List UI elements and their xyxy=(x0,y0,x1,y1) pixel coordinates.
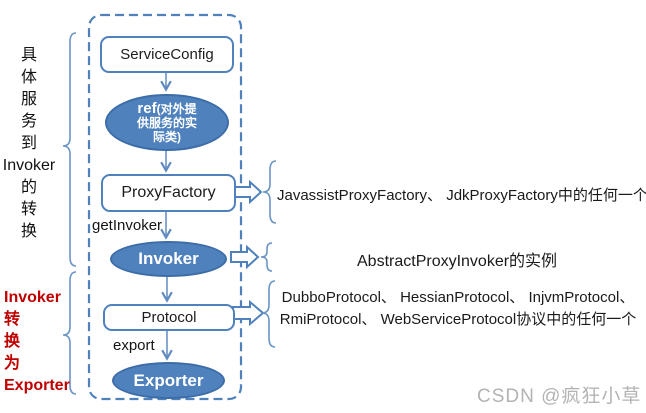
right-brace-invoker xyxy=(260,242,273,272)
node-ref: ref(对外提 供服务的实 际类) xyxy=(105,94,229,151)
edge-label-export: export xyxy=(113,337,155,354)
node-exporter-label: Exporter xyxy=(133,370,204,390)
right-annotation-protocol-impls-line2: RmiProtocol、 WebServiceProtocol协议中的任何一个 xyxy=(279,311,637,328)
edge-label-getinvoker: getInvoker xyxy=(92,217,163,234)
left-annotation-stage1-seg: 具 xyxy=(20,47,37,64)
node-exporter: Exporter xyxy=(112,362,225,399)
csdn-watermark: CSDN @疯狂小草 xyxy=(477,386,642,407)
left-annotation-stage1-seg: 到 xyxy=(20,135,37,152)
left-annotation-stage1: 具 体 服 务 到 Invoker 的 转 换 xyxy=(2,45,56,243)
right-annotation-proxyfactory-impls: JavassistProxyFactory、 JdkProxyFactory中的… xyxy=(277,187,646,204)
node-ref-keyword: ref xyxy=(137,99,157,117)
left-brace-stage1 xyxy=(62,32,77,267)
right-annotation-protocol-impls: DubboProtocol、 HessianProtocol、 InjvmPro… xyxy=(272,287,644,331)
node-protocol-label: Protocol xyxy=(141,309,197,326)
left-annotation-stage1-seg: 务 xyxy=(20,113,37,130)
block-arrow-invoker-icon xyxy=(230,244,260,270)
left-annotation-stage1-seg: 服 xyxy=(20,91,37,108)
left-annotation-stage2-seg: 为 xyxy=(4,355,21,372)
node-ref-line1-rest: (对外提 xyxy=(156,101,197,116)
left-brace-stage2 xyxy=(62,271,77,395)
node-service-config: ServiceConfig xyxy=(100,36,234,73)
node-invoker: Invoker xyxy=(110,241,227,277)
right-brace-proxyfactory xyxy=(262,160,277,224)
node-invoker-label: Invoker xyxy=(138,249,199,268)
left-annotation-stage1-seg: 换 xyxy=(20,223,37,240)
left-annotation-stage1-seg: Invoker xyxy=(2,157,56,174)
right-annotation-protocol-impls-line1: DubboProtocol、 HessianProtocol、 InjvmPro… xyxy=(281,289,635,306)
node-protocol: Protocol xyxy=(103,304,235,331)
left-annotation-stage1-seg: 的 xyxy=(20,179,37,196)
node-proxy-factory: ProxyFactory xyxy=(101,174,236,212)
node-service-config-label: ServiceConfig xyxy=(120,46,214,63)
left-annotation-stage2-seg: Exporter xyxy=(4,377,70,394)
left-annotation-stage1-seg: 体 xyxy=(20,69,37,86)
node-ref-line1: ref(对外提 xyxy=(137,99,197,118)
left-annotation-stage1-seg: 转 xyxy=(20,201,37,218)
node-ref-line3: 际类) xyxy=(153,129,181,144)
left-annotation-stage2-seg: Invoker xyxy=(4,289,61,306)
node-proxy-factory-label: ProxyFactory xyxy=(121,184,216,201)
left-annotation-stage2: Invoker 转 换 为 Exporter xyxy=(4,287,70,397)
right-annotation-invoker-impl: AbstractProxyInvoker的实例 xyxy=(357,253,558,270)
block-arrow-proxyfactory-icon xyxy=(233,179,263,205)
dashed-boundary-box xyxy=(87,13,243,401)
right-brace-protocol xyxy=(261,280,276,348)
node-ref-line2: 供服务的实 xyxy=(136,116,197,131)
left-annotation-stage2-seg: 换 xyxy=(4,333,21,350)
left-annotation-stage2-seg: 转 xyxy=(4,311,21,328)
block-arrow-protocol-icon xyxy=(232,299,265,327)
